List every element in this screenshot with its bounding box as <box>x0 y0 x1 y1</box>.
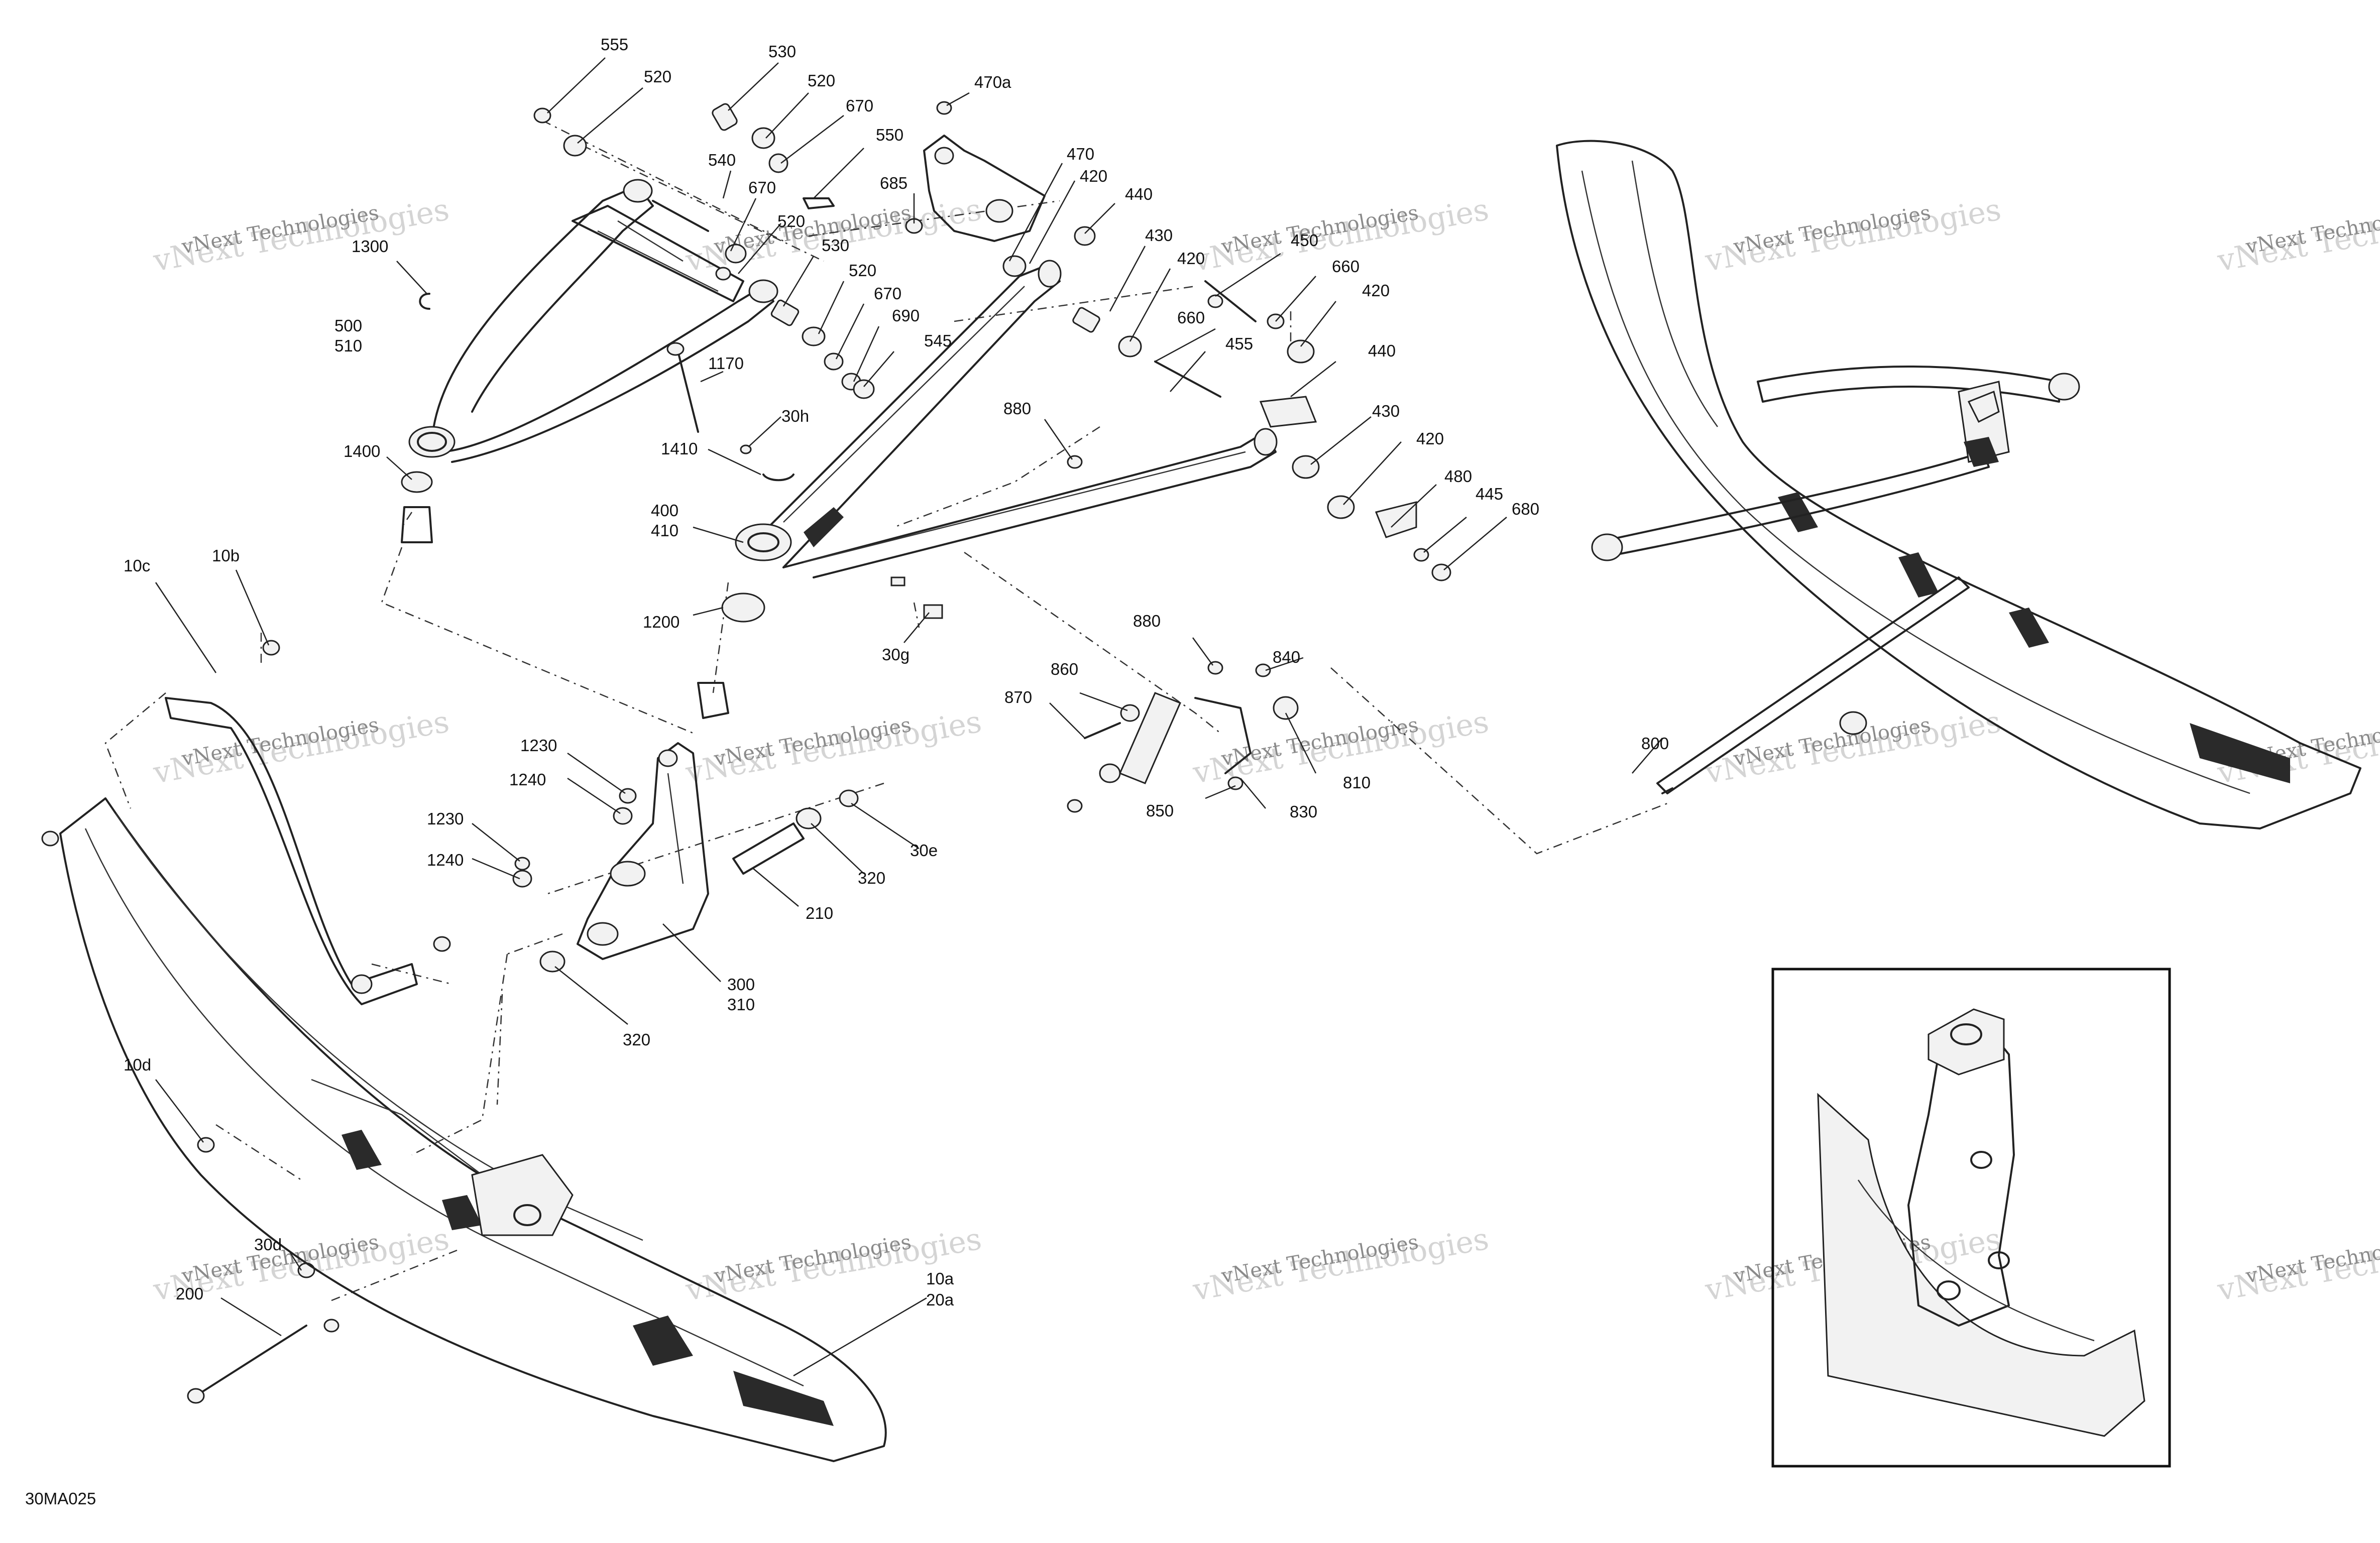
watermark-layer: vNext Technologies vNext Technologies vN… <box>150 192 2380 1308</box>
callout-label: 430 <box>1372 402 1400 420</box>
callout-label: 850 <box>1146 801 1174 820</box>
callout-label: 30e <box>910 841 938 860</box>
callout-label: 440 <box>1368 341 1396 360</box>
callout-label: 510 <box>334 336 362 355</box>
callout-label: 210 <box>806 904 833 922</box>
callout-label: 810 <box>1343 773 1371 792</box>
callout-label: 830 <box>1290 802 1317 821</box>
callout-label: 420 <box>1177 249 1205 268</box>
callout-label: 670 <box>874 284 901 303</box>
callout-label: 320 <box>623 1030 650 1049</box>
callout-label: 880 <box>1133 612 1161 630</box>
callout-label: 530 <box>768 42 796 61</box>
callout-label: 30g <box>882 645 910 664</box>
callout-label: 670 <box>748 178 776 197</box>
ski-left <box>59 797 887 1462</box>
callout-label: 420 <box>1080 167 1107 185</box>
callout-label: 520 <box>808 71 835 90</box>
callout-label: 1240 <box>509 770 546 789</box>
callout-label: 520 <box>849 261 876 280</box>
callout-label: 680 <box>1512 500 1539 518</box>
callout-label: 200 <box>176 1284 203 1303</box>
callout-label: 1400 <box>344 442 380 460</box>
callout-label: 690 <box>892 306 920 325</box>
callout-label: 10c <box>124 556 150 575</box>
callout-label: 880 <box>1003 399 1031 418</box>
callout-label: 470a <box>974 73 1011 91</box>
callout-label: 10b <box>212 546 240 565</box>
callout-label: 400 <box>651 501 678 520</box>
callout-label: 500 <box>334 316 362 335</box>
callout-label: 480 <box>1444 467 1472 486</box>
callout-label: 320 <box>858 869 885 887</box>
callout-label: 670 <box>846 96 873 115</box>
callout-label: 1200 <box>643 613 679 631</box>
callout-label: 840 <box>1273 648 1300 666</box>
callout-label: 545 <box>924 331 952 350</box>
callout-label: 1410 <box>661 439 698 458</box>
callout-label: 550 <box>876 126 903 144</box>
assembly-guide-lines <box>104 120 1668 1301</box>
callout-label: 1230 <box>427 809 464 828</box>
callout-label: 860 <box>1051 660 1078 678</box>
callout-label: 430 <box>1145 226 1173 245</box>
callout-label: 870 <box>1004 688 1032 706</box>
hardware-parts <box>41 101 1451 1404</box>
callout-label: 420 <box>1416 429 1444 448</box>
diagram-code: 30MA025 <box>25 1489 96 1508</box>
callout-label: 800 <box>1641 734 1669 753</box>
callout-label: 10d <box>124 1055 151 1074</box>
callout-label: 540 <box>708 151 736 169</box>
callout-label: 450 <box>1291 231 1318 250</box>
callout-label: 420 <box>1362 281 1390 300</box>
leader-lines <box>155 57 1663 1377</box>
callout-label: 445 <box>1476 485 1503 503</box>
callout-label: 1240 <box>427 851 464 869</box>
ski-assembled-right <box>1556 140 2361 829</box>
callout-label: 20a <box>926 1290 954 1309</box>
callout-label: 30d <box>254 1235 282 1254</box>
callout-label: 1170 <box>708 354 744 373</box>
callout-label: 1230 <box>520 736 557 755</box>
detail-inset <box>1771 968 2171 1468</box>
callout-label: 440 <box>1125 185 1153 203</box>
callout-label: 30h <box>781 407 809 425</box>
callout-label: 1300 <box>352 237 388 256</box>
callout-label: 10a <box>926 1269 954 1288</box>
callout-label: 520 <box>777 212 805 230</box>
callout-label: 660 <box>1177 308 1205 327</box>
callout-label: 555 <box>601 35 628 54</box>
callout-label: 660 <box>1332 257 1359 276</box>
upper-a-arm <box>408 179 778 463</box>
callout-label: 455 <box>1225 334 1253 353</box>
callout-label: 520 <box>644 67 671 86</box>
callout-label: 310 <box>727 995 755 1014</box>
callout-label: 530 <box>822 236 849 255</box>
callout-label: 685 <box>880 174 908 192</box>
lower-a-arm <box>735 260 1278 578</box>
callout-label: 300 <box>727 975 755 994</box>
callout-label: 410 <box>651 521 678 540</box>
callout-labels: 555 530 520 520 670 550 470a 470 540 670… <box>124 35 1669 1309</box>
callout-label: 470 <box>1067 145 1094 163</box>
